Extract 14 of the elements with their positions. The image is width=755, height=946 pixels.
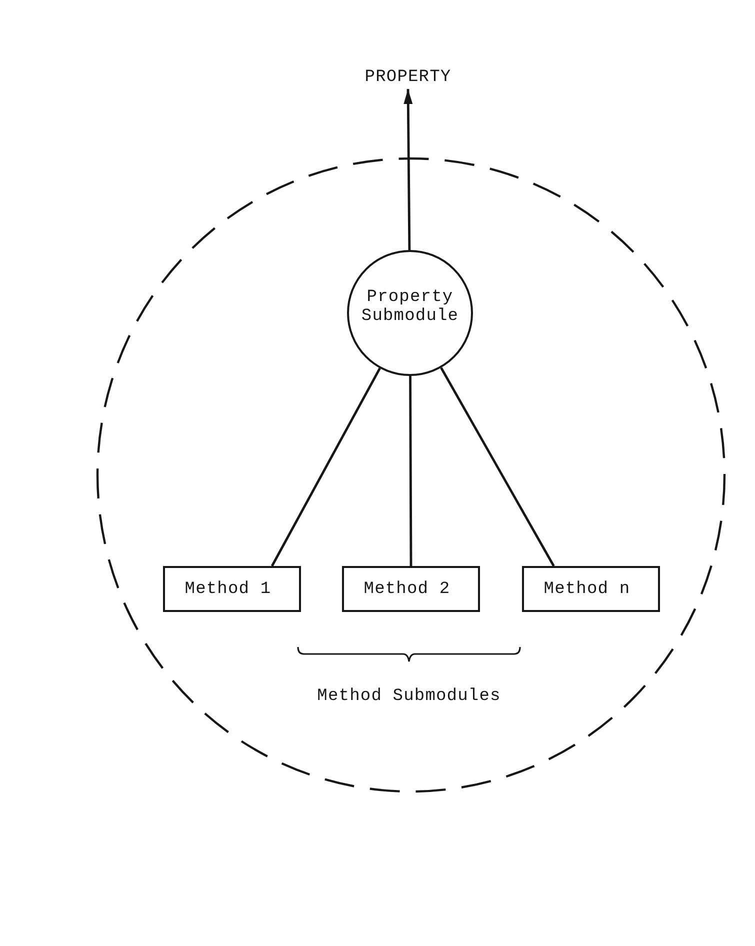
group-label: Method Submodules	[317, 687, 501, 707]
node-label: Property Submodule	[360, 288, 460, 326]
node-label: Method n	[544, 580, 630, 598]
method-box	[163, 566, 301, 612]
method-box	[522, 566, 660, 612]
node-label: Method 2	[364, 580, 450, 598]
node-label: Method 1	[184, 580, 272, 598]
connector-line	[440, 367, 555, 567]
output-label: PROPERTY	[364, 68, 452, 88]
connector-line	[409, 376, 412, 566]
boundary-circle	[96, 157, 726, 793]
connector-line	[270, 368, 381, 567]
method-box	[342, 566, 480, 612]
arrow	[404, 88, 413, 250]
